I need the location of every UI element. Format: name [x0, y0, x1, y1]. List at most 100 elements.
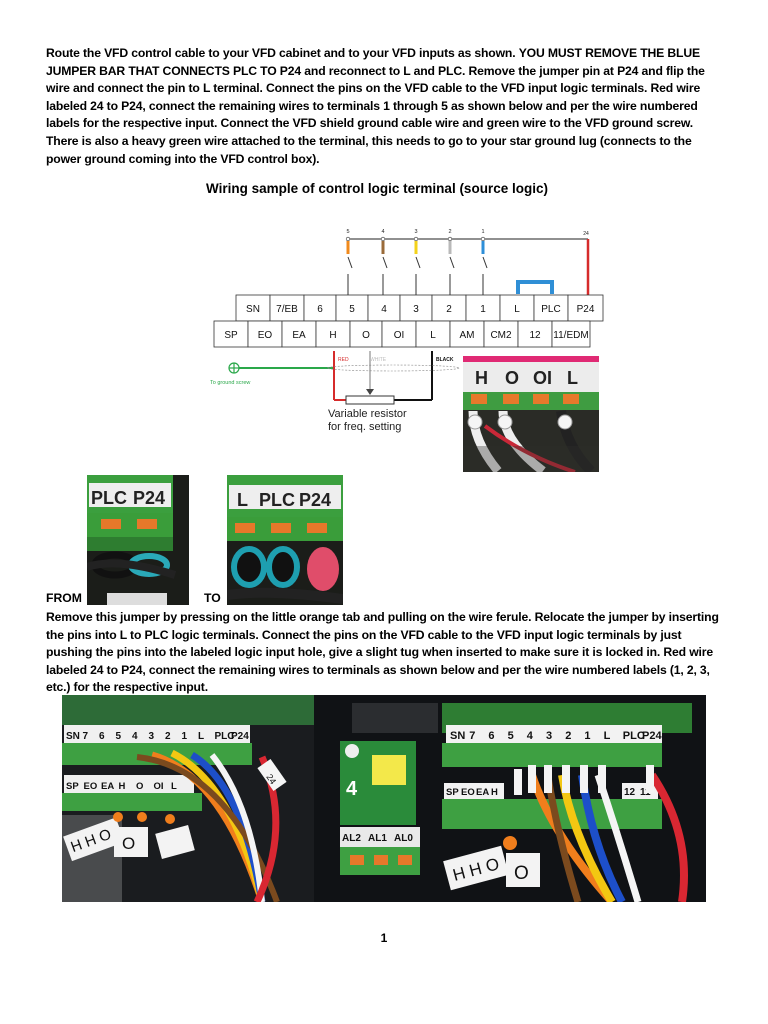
wire-number-3: 3 — [414, 229, 417, 235]
top-terminal-label: SN — [246, 304, 260, 315]
intro-text-emphasis: YOU MUST REMOVE THE BLUE JUMPER BAR THAT… — [46, 46, 700, 78]
top-terminal-2 — [431, 294, 467, 322]
top-terminal-label: L — [514, 304, 520, 315]
photo-terminal-label: 1 — [584, 730, 590, 742]
photo-terminal-label: 7 — [469, 730, 475, 742]
bottom-terminal-label: AM — [460, 330, 475, 341]
hoil-label: H — [475, 368, 488, 388]
bottom-terminal-11edm — [551, 320, 591, 348]
switch-5 — [347, 256, 353, 269]
photo-terminal-label: 6 — [99, 731, 105, 742]
intro-text-1: Route the VFD control cable to your VFD … — [46, 46, 516, 60]
bottom-terminal-label: 12 — [529, 330, 541, 341]
top-terminal-3 — [399, 294, 433, 322]
photo-terminal-label: 3 — [149, 731, 155, 742]
photo-terminal-label: AL2 — [342, 833, 361, 844]
photo-terminal-label: SP — [446, 787, 459, 798]
photo-terminal-label: 12 — [624, 787, 636, 798]
to-label-plc: PLC — [259, 490, 295, 510]
bottom-terminal-label: 11/EDM — [553, 330, 588, 341]
bottom-terminal-label: H — [329, 330, 336, 341]
bottom-terminal-label: EA — [292, 330, 306, 341]
bottom-terminal-label: OI — [394, 330, 405, 341]
from-caption: FROM — [46, 591, 82, 605]
photo-terminal-label: 7 — [83, 731, 89, 742]
photo-terminal-label: SN — [450, 730, 465, 742]
photo-terminal-label: EO — [84, 781, 98, 792]
top-terminal-label: 6 — [317, 304, 323, 315]
photo-terminal-label: PLC — [215, 731, 235, 742]
photo-terminal-label: P24 — [231, 731, 249, 742]
bottom-terminal-label: SP — [224, 330, 238, 341]
top-terminal-label: 2 — [446, 304, 452, 315]
to-label-p24: P24 — [299, 490, 331, 510]
black-wire-label: BLACK — [436, 357, 454, 363]
resistor-label-1: Variable resistor — [328, 408, 407, 420]
photo-terminal-label: L — [171, 781, 177, 792]
bottom-terminal-label: CM2 — [490, 330, 512, 341]
photo-terminal-label: 2 — [565, 730, 571, 742]
top-terminal-plc — [533, 294, 569, 322]
intro-text-2: and reconnect to L and PLC. Remove the j… — [46, 63, 705, 166]
photo-terminal-label: SP — [66, 781, 79, 792]
top-terminal-label: P24 — [577, 304, 595, 315]
top-terminal-label: 1 — [480, 304, 486, 315]
photo-terminal-label: EA — [476, 787, 489, 798]
hoil-label: OI — [533, 368, 552, 388]
bottom-tag-o-right: O — [514, 863, 529, 884]
photo-terminal-label: O — [136, 781, 143, 792]
photo-terminal-label: OI — [154, 781, 164, 792]
switch-4 — [382, 256, 388, 269]
resistor-label-2: for freq. setting — [328, 421, 401, 433]
photo-terminal-label: EO — [461, 787, 475, 798]
ground-label: To ground screw — [210, 380, 250, 386]
bottom-terminal-ea — [281, 320, 317, 348]
photo-terminal-label: 4 — [132, 731, 138, 742]
to-label-l: L — [237, 490, 248, 510]
photo-terminal-label: 5 — [116, 731, 122, 742]
photo-terminal-label: 1 — [182, 731, 188, 742]
bottom-terminal-am — [449, 320, 485, 348]
photo-terminal-label: EA — [101, 781, 114, 792]
photo-terminal-label: AL0 — [394, 833, 413, 844]
photo-terminal-label: 2 — [165, 731, 171, 742]
bottom-terminal-row: SP EO EA H O OI L AM CM2 12 11/EDM — [213, 320, 591, 348]
photo-terminal-label: L — [604, 730, 611, 742]
photo-terminal-label: SN — [66, 731, 80, 742]
wire-number-24: 24 — [583, 231, 589, 237]
white-wire-label: WHITE — [370, 357, 387, 363]
board-number: 4 — [346, 778, 358, 800]
photo-terminal-label: 4 — [527, 730, 534, 742]
bottom-terminal-label: EO — [258, 330, 273, 341]
photo-terminal-label: 6 — [488, 730, 494, 742]
bottom-terminal-label: L — [430, 330, 436, 341]
photo-terminal-label: L — [198, 731, 204, 742]
wire-number-2: 2 — [448, 229, 451, 235]
red-wire-label: RED — [338, 357, 349, 363]
photo-terminal-label: P24 — [642, 730, 662, 742]
ground-symbol — [228, 362, 240, 374]
from-label-plc: PLC — [91, 488, 127, 508]
wire-number-5: 5 — [346, 229, 349, 235]
wire-number-4: 4 — [381, 229, 384, 235]
top-terminal-label: 5 — [349, 304, 355, 315]
bottom-terminal-label: O — [362, 330, 370, 341]
bottom-terminal-12 — [517, 320, 553, 348]
switch-1 — [482, 256, 488, 269]
switch-2 — [449, 256, 455, 269]
photo-terminal-label: 3 — [546, 730, 552, 742]
photo-terminal-label: AL1 — [368, 833, 387, 844]
photo-terminal-label: 5 — [508, 730, 514, 742]
top-terminal-label: 3 — [413, 304, 419, 315]
bottom-terminal-h — [315, 320, 351, 348]
top-terminal-label: 7/EB — [276, 304, 298, 315]
diagram-title: Wiring sample of control logic terminal … — [206, 181, 548, 196]
photo-jumper-from: PLC P24 — [87, 475, 189, 605]
bottom-tag-24: 24 — [264, 772, 278, 786]
to-caption: TO — [204, 591, 221, 605]
page-number: 1 — [380, 931, 388, 945]
